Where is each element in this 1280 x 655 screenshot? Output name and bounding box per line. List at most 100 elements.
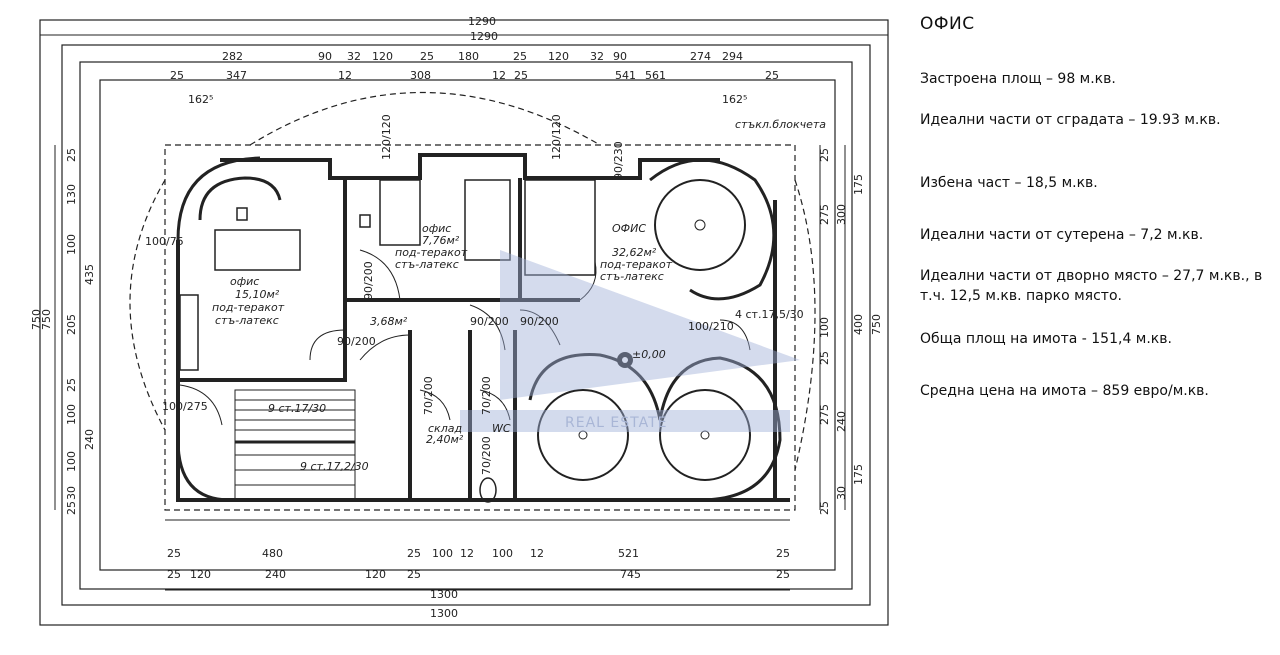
- bay-bottom-inner-1: [537, 389, 629, 481]
- dashed-arc-top: [249, 91, 601, 146]
- room-storage-name: склад: [428, 422, 462, 435]
- svg-text:745: 745: [620, 568, 641, 581]
- bay-bottom-right: [528, 353, 782, 502]
- svg-text:100/275: 100/275: [162, 400, 208, 413]
- level-label: ±0,00: [632, 348, 666, 361]
- svg-text:541: 541: [615, 69, 636, 82]
- svg-text:275: 275: [818, 204, 831, 225]
- svg-text:100: 100: [65, 234, 78, 255]
- desk-office3: [524, 179, 596, 276]
- svg-text:32: 32: [590, 50, 604, 63]
- room-storage-area: 2,40м²: [426, 433, 464, 446]
- svg-text:25: 25: [65, 148, 78, 162]
- svg-text:25: 25: [167, 547, 181, 560]
- svg-text:4 ст.17,5/30: 4 ст.17,5/30: [735, 308, 804, 321]
- svg-text:12: 12: [460, 547, 474, 560]
- svg-text:308: 308: [410, 69, 431, 82]
- svg-text:240: 240: [265, 568, 286, 581]
- svg-text:25: 25: [818, 351, 831, 365]
- svg-text:стъ-латекс: стъ-латекс: [215, 314, 279, 327]
- svg-text:1300: 1300: [430, 607, 458, 620]
- svg-text:162⁵: 162⁵: [188, 93, 213, 106]
- wall-top: [220, 153, 720, 180]
- svg-text:30: 30: [65, 486, 78, 500]
- room-office1-area: 15,10м²: [235, 288, 280, 301]
- svg-text:175: 175: [852, 174, 865, 195]
- svg-text:100: 100: [492, 547, 513, 560]
- desk-office1: [214, 229, 301, 271]
- svg-text:25: 25: [407, 568, 421, 581]
- svg-text:25: 25: [513, 50, 527, 63]
- svg-text:25: 25: [818, 148, 831, 162]
- svg-text:100: 100: [818, 317, 831, 338]
- svg-text:90: 90: [318, 50, 332, 63]
- svg-text:300: 300: [835, 204, 848, 225]
- outer-frame-2: [61, 44, 871, 606]
- svg-text:90/200: 90/200: [470, 315, 509, 328]
- svg-text:под-теракот: под-теракот: [395, 246, 468, 259]
- svg-text:25: 25: [420, 50, 434, 63]
- svg-text:25: 25: [65, 501, 78, 515]
- svg-text:130: 130: [65, 184, 78, 205]
- info-title: ОФИС: [920, 14, 975, 34]
- room-wc-label: WC: [492, 422, 511, 435]
- svg-text:561: 561: [645, 69, 666, 82]
- svg-text:стъкл.блокчета: стъкл.блокчета: [735, 118, 826, 131]
- wall-office1: [178, 178, 347, 382]
- bay-top-right-inner: [654, 179, 746, 271]
- svg-text:25: 25: [765, 69, 779, 82]
- outer-frame-1: [39, 19, 889, 626]
- watermark-band: [460, 410, 790, 432]
- svg-text:90/230: 90/230: [612, 141, 625, 180]
- svg-text:275: 275: [818, 404, 831, 425]
- svg-text:25: 25: [65, 378, 78, 392]
- svg-text:32: 32: [347, 50, 361, 63]
- svg-text:25: 25: [514, 69, 528, 82]
- bay-bottom-inner-2: [659, 389, 751, 481]
- dim-total-top-1: 1290: [468, 15, 496, 28]
- stairs-label-1: 9 ст.17/30: [268, 402, 326, 415]
- svg-text:205: 205: [65, 314, 78, 335]
- svg-text:25: 25: [170, 69, 184, 82]
- built-area: Застроена площ – 98 м.кв.: [920, 71, 1116, 87]
- svg-text:120: 120: [190, 568, 211, 581]
- svg-text:1300: 1300: [430, 588, 458, 601]
- dim-total-top-2: 1290: [470, 30, 498, 43]
- svg-text:180: 180: [458, 50, 479, 63]
- svg-text:25: 25: [818, 501, 831, 515]
- svg-text:274: 274: [690, 50, 711, 63]
- svg-text:750: 750: [30, 309, 43, 330]
- svg-text:100/210: 100/210: [688, 320, 734, 333]
- bay-top-left: [176, 156, 261, 241]
- svg-text:12: 12: [338, 69, 352, 82]
- svg-text:70/200: 70/200: [480, 436, 493, 475]
- svg-text:25: 25: [167, 568, 181, 581]
- info-panel: ОФИС Застроена площ – 98 м.кв. Идеални ч…: [920, 14, 1270, 399]
- svg-text:12: 12: [530, 547, 544, 560]
- cabinet-office1: [179, 294, 199, 371]
- svg-text:стъ-латекс: стъ-латекс: [600, 270, 664, 283]
- desk-office2: [379, 179, 421, 246]
- svg-text:347: 347: [226, 69, 247, 82]
- svg-text:162⁵: 162⁵: [722, 93, 747, 106]
- dashed-outline: [164, 144, 796, 511]
- svg-text:100: 100: [65, 404, 78, 425]
- svg-text:100: 100: [65, 451, 78, 472]
- yard-share: Идеални части от дворно място – 27,7 м.к…: [920, 268, 1263, 304]
- svg-text:400: 400: [852, 314, 865, 335]
- svg-text:120: 120: [548, 50, 569, 63]
- svg-text:70/200: 70/200: [480, 376, 493, 415]
- total-area: Обща площ на имота - 151,4 м.кв.: [920, 331, 1172, 347]
- svg-text:70/200: 70/200: [422, 376, 435, 415]
- average-price: Средна цена на имота – 859 евро/м.кв.: [920, 383, 1209, 399]
- room-office3-area: 32,62м²: [612, 246, 657, 259]
- svg-text:120/120: 120/120: [550, 114, 563, 160]
- svg-text:480: 480: [262, 547, 283, 560]
- toilet: [479, 477, 497, 503]
- watermark-text: REAL ESTATE: [565, 415, 668, 431]
- svg-text:под-теракот: под-теракот: [600, 258, 673, 271]
- column-marker-1: [694, 219, 706, 231]
- room-office2-area: 7,76м²: [422, 234, 460, 247]
- svg-text:100/75: 100/75: [145, 235, 184, 248]
- svg-text:240: 240: [835, 411, 848, 432]
